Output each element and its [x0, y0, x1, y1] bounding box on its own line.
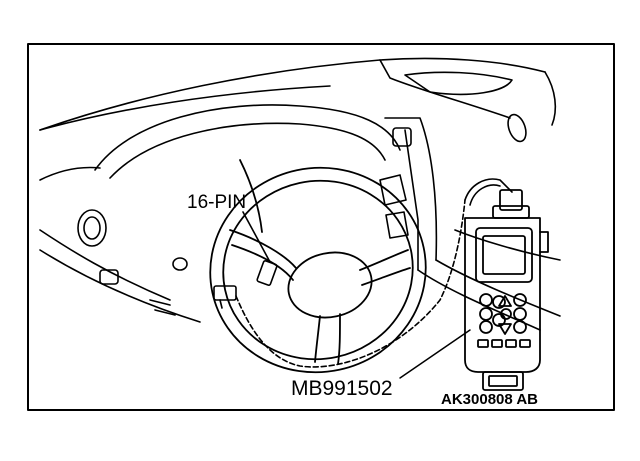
connector-label: 16-PIN	[187, 192, 247, 213]
diagnostic-connector	[213, 211, 278, 309]
figure-border	[27, 43, 615, 411]
scan-tool	[464, 189, 549, 391]
cable	[235, 178, 513, 368]
reference-code: AK300808 AB	[441, 391, 538, 408]
tool-leader-line	[399, 329, 471, 379]
steering-wheel	[209, 159, 427, 374]
tool-label: MB991502	[291, 377, 393, 400]
dashboard-outline	[39, 57, 561, 331]
